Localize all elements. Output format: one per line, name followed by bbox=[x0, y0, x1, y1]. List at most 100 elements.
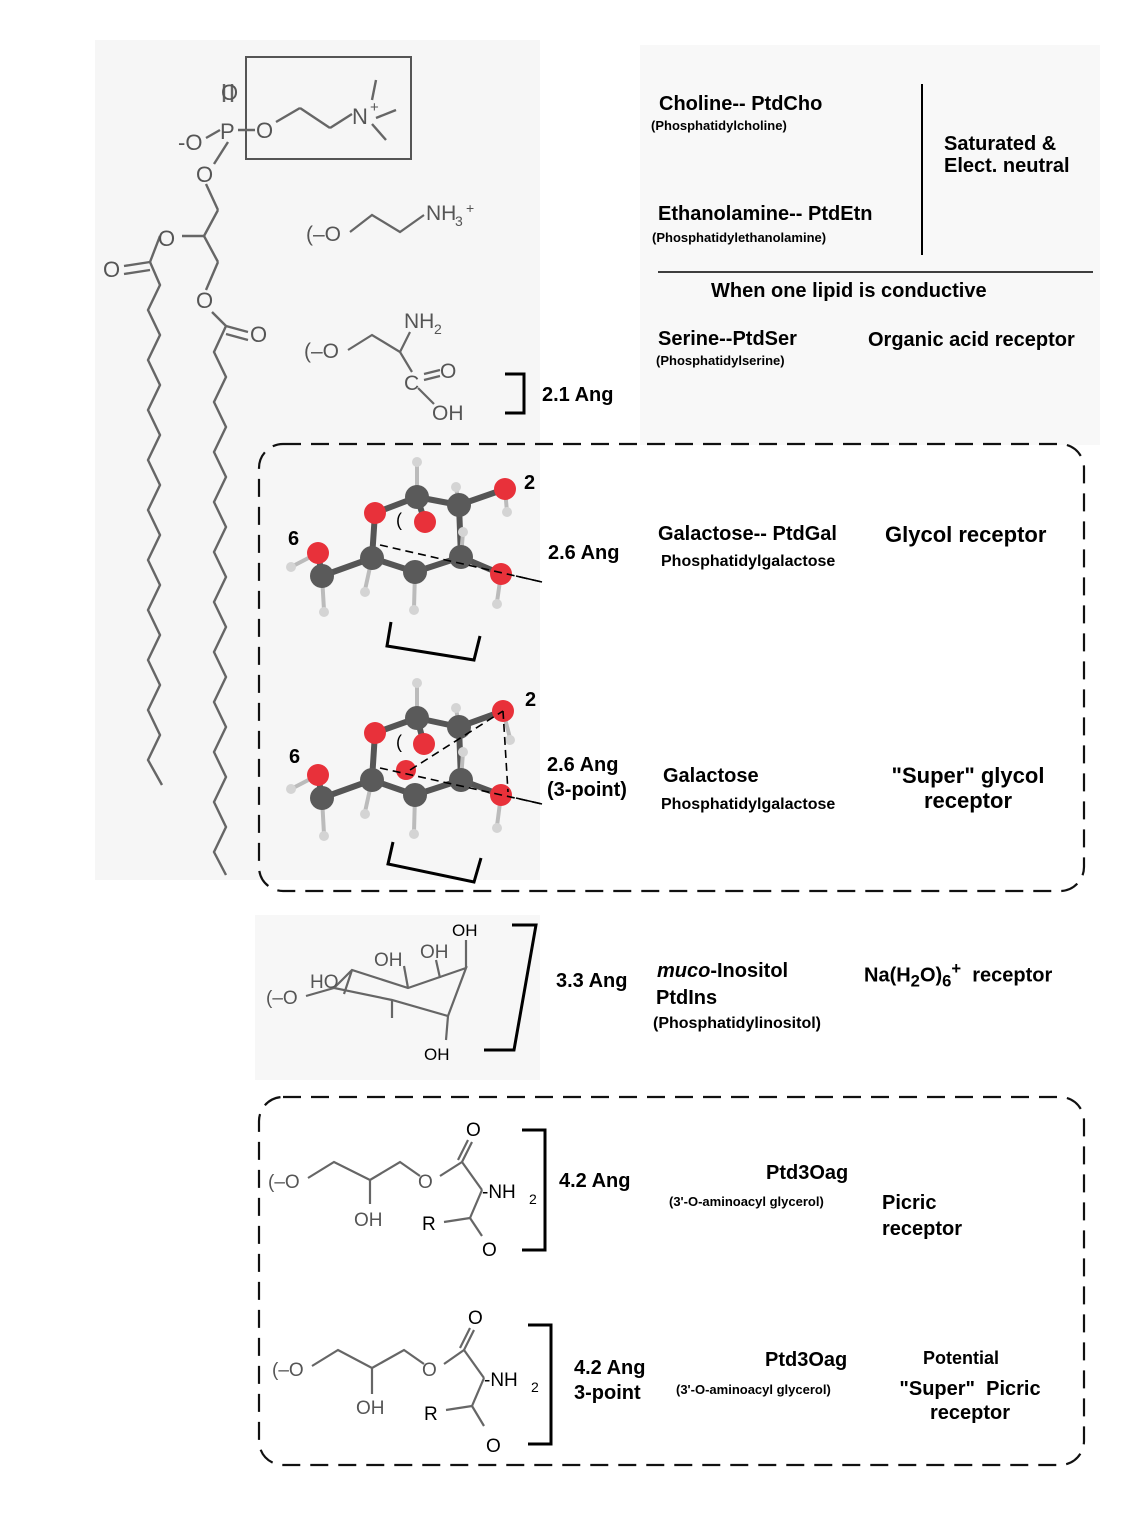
aminoacyl2-o-link: (–O bbox=[272, 1360, 304, 1381]
neutral-note: Saturated & Elect. neutral bbox=[944, 133, 1070, 178]
inositol-receptor-sub1: 2 bbox=[910, 971, 920, 991]
serine-title: Serine--PtdSer bbox=[658, 328, 797, 350]
svg-text:(: ( bbox=[396, 510, 402, 530]
serine-carbon: C bbox=[404, 372, 419, 395]
serine-oh: OH bbox=[432, 402, 464, 425]
aminoacyl2-receptor-top: Potential bbox=[923, 1348, 1000, 1368]
ethanolamine-subtitle: (Phosphatidylethanolamine) bbox=[652, 230, 827, 245]
inositol-title: muco-Inositol bbox=[657, 960, 788, 982]
inositol-backdrop bbox=[255, 915, 540, 1080]
inositol-oh-bottom: OH bbox=[424, 1045, 450, 1064]
phosphate-o-minus: -O bbox=[178, 130, 202, 155]
serine-bracket bbox=[505, 372, 526, 415]
serine-o-link: (–O bbox=[304, 340, 339, 363]
aminoacyl1-subtitle: (3'-O-aminoacyl glycerol) bbox=[669, 1194, 824, 1209]
inositol-receptor-pre: Na(H bbox=[864, 964, 911, 987]
aminoacyl1-nh2: -NH bbox=[482, 1182, 516, 1203]
serine-receptor: Organic acid receptor bbox=[868, 329, 1075, 351]
aminoacyl2-oh: OH bbox=[356, 1398, 385, 1419]
galactose1-carbon-6: 6 bbox=[288, 528, 300, 550]
aminoacyl2-o-bottom: O bbox=[486, 1436, 501, 1457]
phosphate-o-right: O bbox=[256, 118, 273, 143]
ethanolamine-nh3-sub: 3 bbox=[455, 213, 463, 229]
inositol-oh-2: OH bbox=[420, 942, 449, 963]
label-backdrop bbox=[640, 45, 1100, 445]
aminoacyl2-receptor: "Super" Picric receptor bbox=[899, 1378, 1041, 1424]
choline-n-charge: + bbox=[370, 99, 379, 116]
inositol-receptor: Na(H2O)6+ receptor bbox=[864, 959, 1053, 991]
choline-title: Choline-- PtdCho bbox=[659, 93, 823, 115]
aminoacyl2-ester-o: O bbox=[422, 1360, 437, 1381]
phosphorus: P bbox=[220, 119, 235, 144]
conductive-header: When one lipid is conductive bbox=[711, 280, 987, 302]
ethanolamine-o-link: (–O bbox=[306, 223, 341, 246]
inositol-line2: PtdIns bbox=[656, 987, 718, 1009]
inositol-receptor-sup: + bbox=[951, 959, 962, 978]
aminoacyl1-o-link: (–O bbox=[268, 1172, 300, 1193]
aminoacyl-structure-1 bbox=[307, 1139, 484, 1237]
inositol-bracket bbox=[484, 923, 538, 1052]
galactose1-distance: 2.6 Ang bbox=[548, 542, 620, 564]
choline-subtitle: (Phosphatidylcholine) bbox=[651, 118, 787, 133]
serine-distance: 2.1 Ang bbox=[542, 384, 614, 406]
inositol-oh-top: OH bbox=[452, 921, 478, 940]
aminoacyl-labels-2: (–O OH O O -NH 2 R O bbox=[272, 1308, 539, 1457]
galactose1-subtitle: Phosphatidylgalactose bbox=[661, 553, 836, 570]
galactose-molecule-2: ( bbox=[286, 678, 543, 884]
aminoacyl2-nh2-sub: 2 bbox=[531, 1379, 539, 1395]
aminoacyl2-carbonyl-o: O bbox=[468, 1308, 483, 1329]
aminoacyl1-carbonyl-o: O bbox=[466, 1120, 481, 1141]
serine-nh2: NH bbox=[404, 310, 434, 333]
phosphate-o-down: O bbox=[196, 162, 213, 187]
aminoacyl-bracket-2 bbox=[528, 1323, 553, 1446]
inositol-receptor-mid: O) bbox=[919, 964, 943, 987]
aminoacyl2-subtitle: (3'-O-aminoacyl glycerol) bbox=[676, 1382, 831, 1397]
galactose1-carbon-2: 2 bbox=[524, 472, 536, 494]
serine-nh2-sub: 2 bbox=[434, 321, 442, 337]
galactose2-carbon-6: 6 bbox=[289, 746, 301, 768]
ethanolamine-title: Ethanolamine-- PtdEtn bbox=[658, 203, 873, 225]
lipid-backdrop bbox=[95, 40, 540, 880]
inositol-structure bbox=[305, 940, 468, 1041]
serine-carbonyl-o: O bbox=[440, 360, 456, 383]
aminoacyl1-nh2-sub: 2 bbox=[529, 1191, 537, 1207]
phospholipid-backbone bbox=[123, 56, 412, 876]
ethanolamine-labels: (–O NH 3 + bbox=[306, 200, 474, 246]
aminoacyl1-r: R bbox=[422, 1214, 436, 1235]
inositol-title-italic: muco bbox=[657, 960, 711, 982]
inositol-labels: (–O HO OH OH OH OH bbox=[266, 921, 478, 1064]
galactose-molecule-1: ( bbox=[286, 457, 543, 662]
aminoacyl-structure-2 bbox=[311, 1327, 486, 1427]
serine-subtitle: (Phosphatidylserine) bbox=[656, 353, 785, 368]
galactose2-carbon-2: 2 bbox=[525, 689, 537, 711]
inositol-oh-1: OH bbox=[374, 950, 403, 971]
ethanolamine-nh3: NH bbox=[426, 202, 456, 225]
serine-labels: (–O NH 2 C O OH bbox=[304, 310, 464, 425]
aminoacyl1-receptor: Picric receptor bbox=[882, 1192, 963, 1240]
phospholipid-atom-labels: O -O P O N + O O O O O bbox=[103, 80, 379, 347]
aminoacyl2-r: R bbox=[424, 1404, 438, 1425]
glycerol-o-sn1: O bbox=[196, 288, 213, 313]
carbonyl-o-sn2: O bbox=[103, 257, 120, 282]
serine-structure bbox=[347, 331, 441, 405]
inositol-receptor-post: receptor bbox=[961, 964, 1053, 987]
aminoacyl2-distance: 4.2 Ang 3-point bbox=[574, 1357, 646, 1404]
galactose2-distance: 2.6 Ang (3-point) bbox=[547, 754, 627, 801]
ethanolamine-nh3-charge: + bbox=[466, 200, 474, 216]
galactose1-title: Galactose-- PtdGal bbox=[658, 523, 837, 545]
aminoacyl1-oh: OH bbox=[354, 1210, 383, 1231]
aminoacyl-labels-1: (–O OH O O -NH 2 R O bbox=[268, 1120, 537, 1261]
galactose-dashed-box bbox=[257, 442, 1086, 893]
inositol-title-rest: -Inositol bbox=[710, 960, 789, 982]
aminoacyl2-nh2: -NH bbox=[484, 1370, 518, 1391]
glycerol-o-sn2: O bbox=[158, 226, 175, 251]
aminoacyl-bracket-1 bbox=[522, 1128, 547, 1252]
galactose1-receptor: Glycol receptor bbox=[885, 522, 1047, 547]
aminoacyl2-title: Ptd3Oag bbox=[765, 1349, 848, 1371]
inositol-o-link: (–O bbox=[266, 988, 298, 1009]
aminoacyl1-distance: 4.2 Ang bbox=[559, 1170, 631, 1192]
aminoacyl1-title: Ptd3Oag bbox=[766, 1162, 849, 1184]
inositol-receptor-sub2: 6 bbox=[942, 971, 952, 991]
inositol-distance: 3.3 Ang bbox=[556, 970, 628, 992]
ethanolamine-structure bbox=[349, 213, 425, 234]
